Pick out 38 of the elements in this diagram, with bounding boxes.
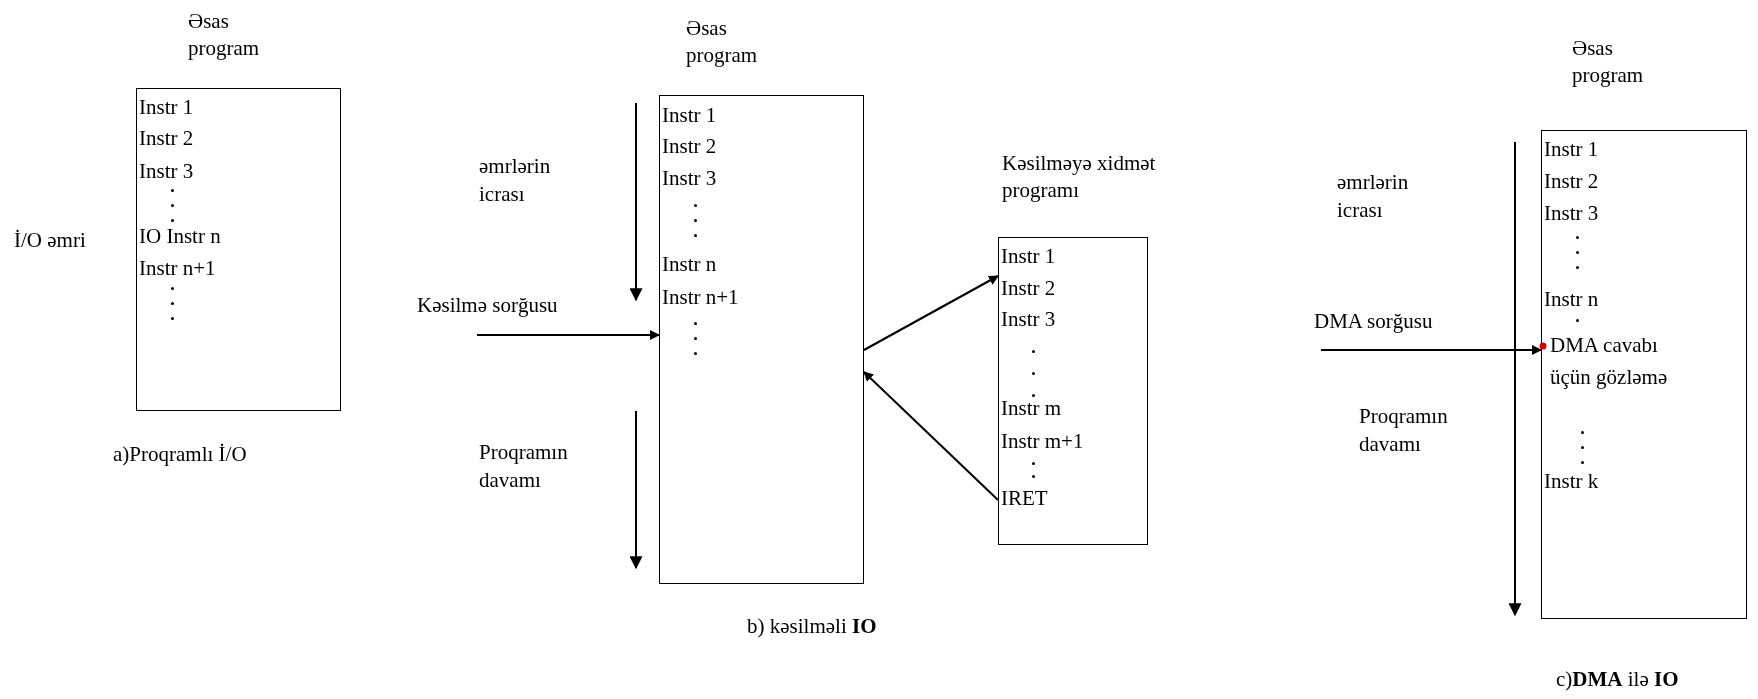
instruction-text: Instr m: [1001, 395, 1062, 421]
note-text: Proqramın davamı: [1359, 403, 1449, 458]
instruction-text: Instr 1: [1544, 136, 1599, 162]
caption-text: c)DMA ilə IO: [1556, 666, 1679, 693]
instruction-text: Instr 1: [139, 94, 194, 120]
instruction-text: Instr n: [662, 251, 717, 277]
instruction-text: Instr 3: [139, 158, 194, 184]
heading-text: Əsas program: [1572, 35, 1645, 89]
instruction-text: Instr 3: [1544, 200, 1599, 226]
heading-text: Əsas program: [188, 8, 261, 62]
arrow: [476, 330, 660, 340]
instruction-text: Instr n: [1544, 286, 1599, 312]
instruction-text: Instr 1: [1001, 243, 1056, 269]
caption-text: b) kəsilməli IO: [747, 613, 877, 640]
instruction-text: Instr 2: [139, 125, 194, 151]
instruction-text: Instr k: [1544, 468, 1599, 494]
instruction-text: Instr n+1: [662, 284, 739, 310]
note-text: əmrlərin icrası: [1337, 169, 1410, 224]
note-text: əmrlərin icrası: [479, 153, 552, 208]
instruction-text: Instr 3: [1001, 306, 1056, 332]
instruction-text: IRET: [1001, 485, 1048, 511]
instruction-text: IO Instr n: [139, 223, 221, 249]
instruction-text: DMA cavabı üçün gözləmə: [1549, 332, 1669, 391]
note-text: İ/O əmri: [14, 227, 86, 254]
arrow: [863, 275, 999, 351]
instruction-text: Instr 3: [662, 165, 717, 191]
instruction-text: Instr 2: [1001, 275, 1056, 301]
instruction-text: Instr 1: [662, 102, 717, 128]
arrow: [1320, 345, 1542, 355]
instruction-text: Instr n+1: [139, 255, 216, 281]
heading-text: Kəsilməyə xidmət programı: [1002, 150, 1157, 204]
instruction-text: Instr 2: [1544, 168, 1599, 194]
instruction-text: Instr m+1: [1001, 428, 1084, 454]
arrow: [863, 371, 999, 501]
caption-text: a)Proqramlı İ/O: [113, 441, 247, 468]
instruction-text: Instr 2: [662, 133, 717, 159]
note-text: Proqramın davamı: [479, 439, 569, 494]
heading-text: Əsas program: [686, 15, 759, 69]
